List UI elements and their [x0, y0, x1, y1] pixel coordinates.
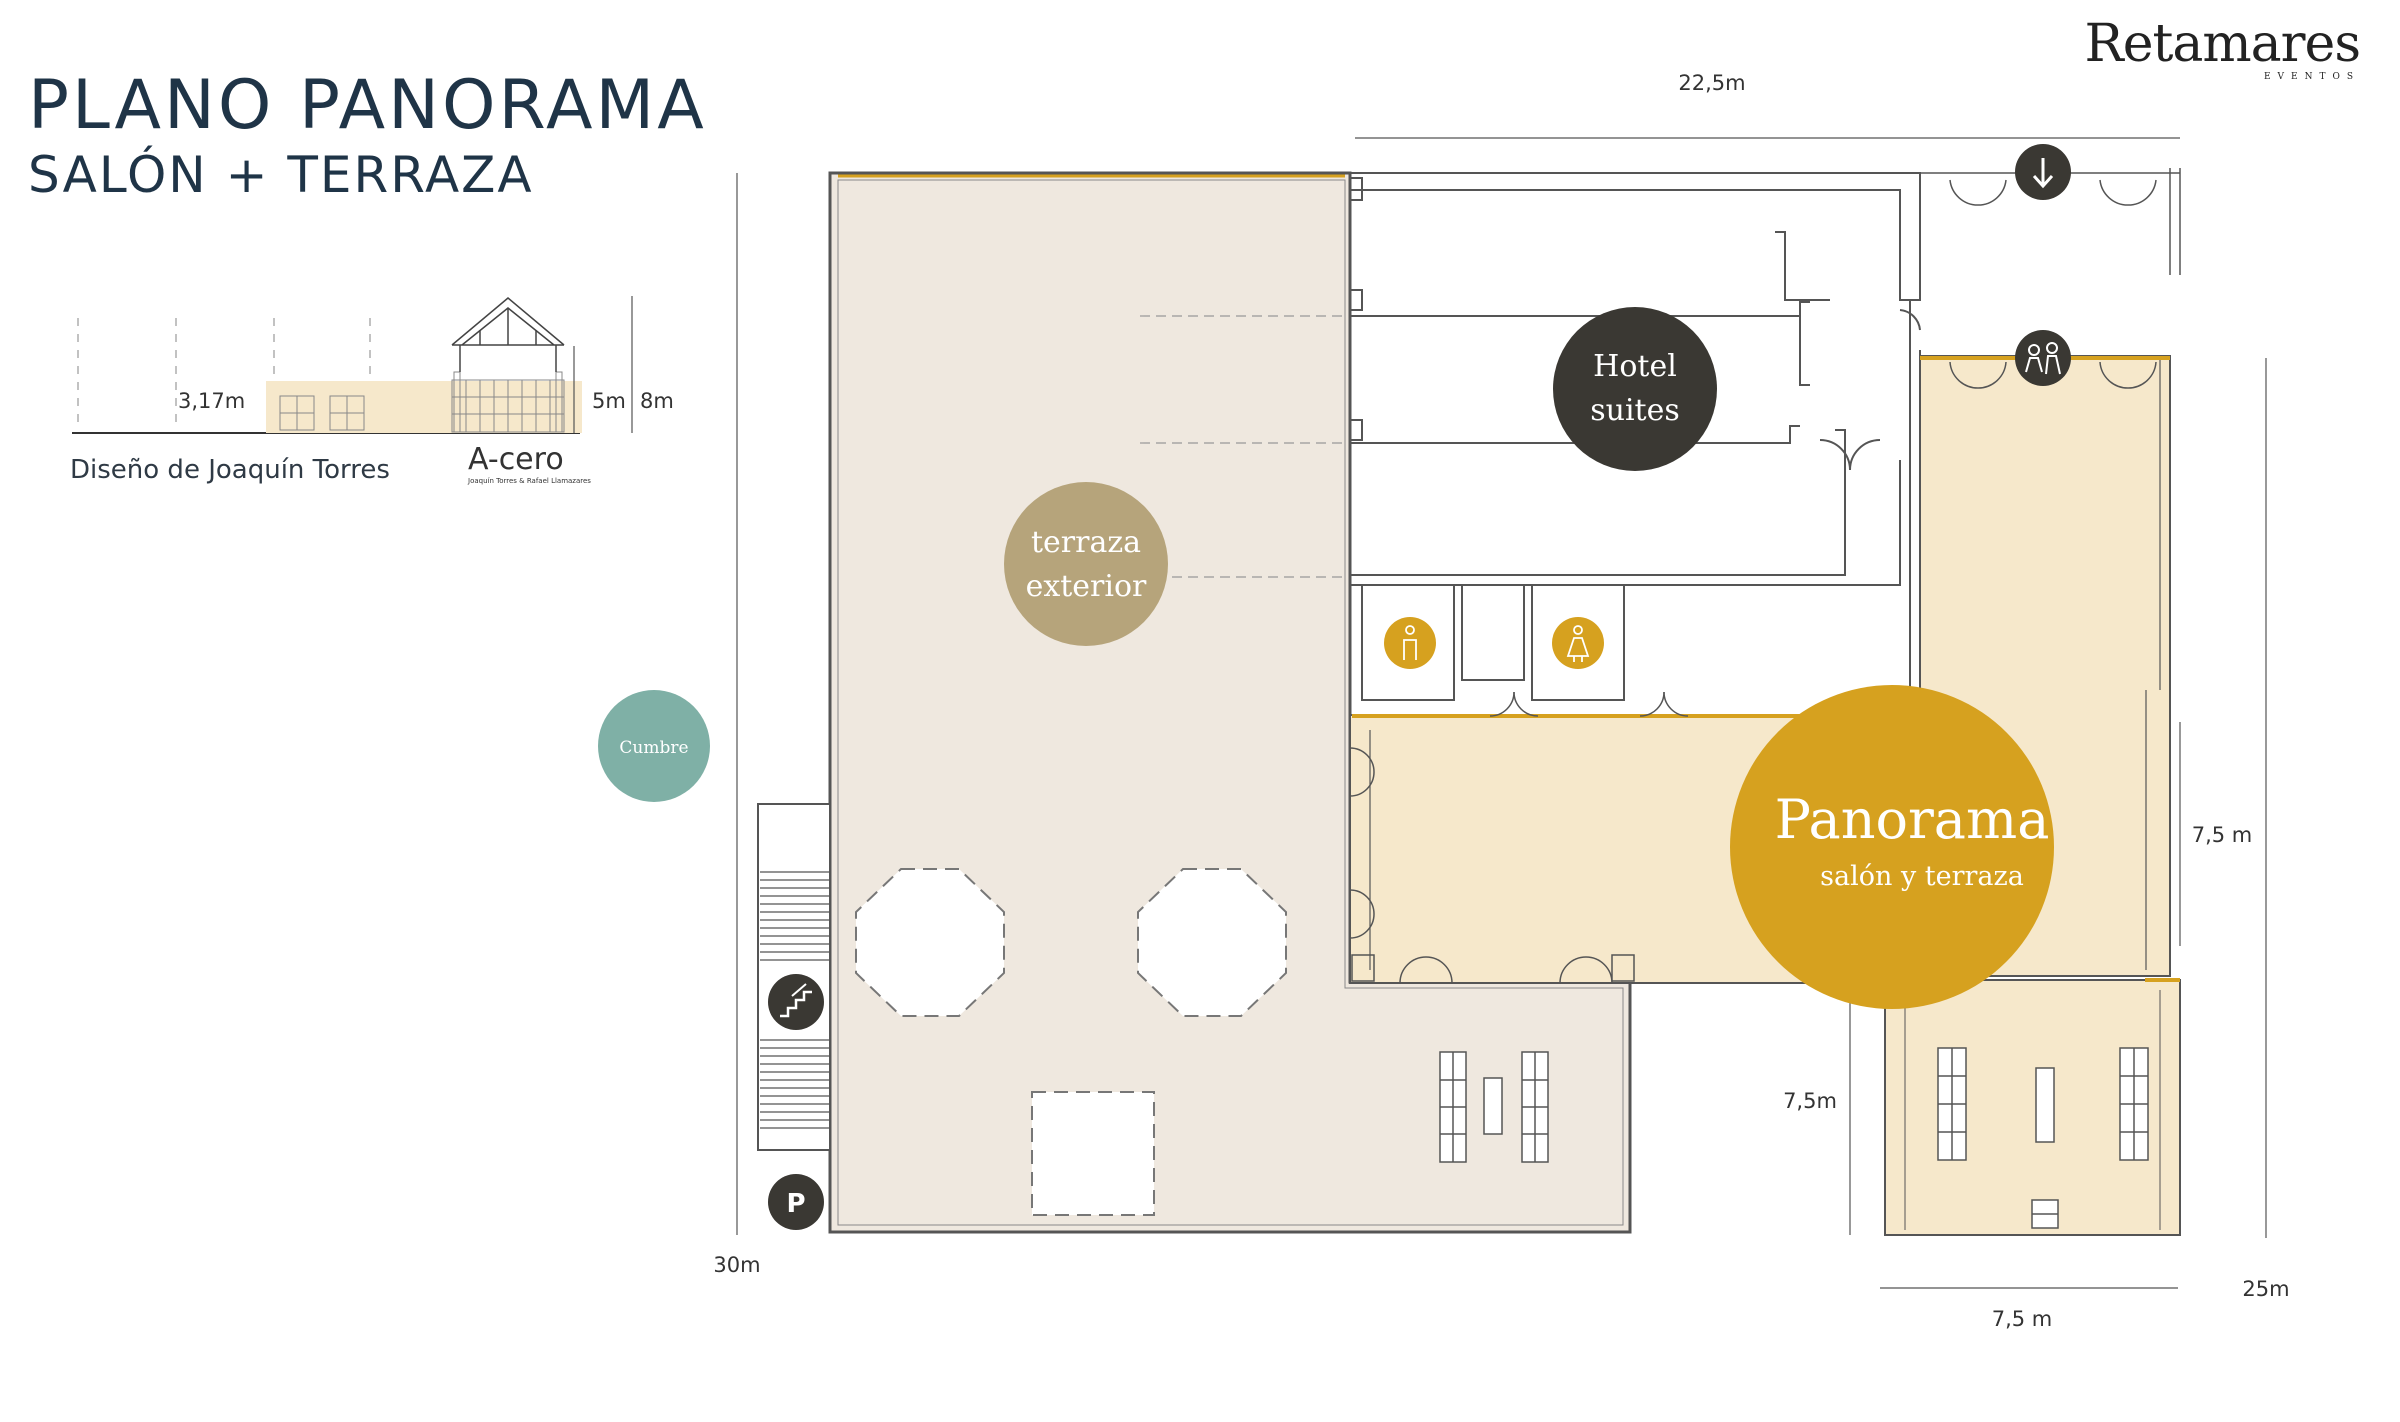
terraza-label-line2: exterior [1026, 569, 1147, 604]
section-view: 3,17m 5m 8m [72, 296, 674, 434]
hotel-label-line1: Hotel [1593, 349, 1677, 384]
dimension-right-height: 25m [2242, 1277, 2289, 1301]
dimension-lines [736, 137, 2267, 1289]
parking-label: P [786, 1189, 805, 1219]
panorama-marker: Panorama salón y terraza [1730, 685, 2054, 1009]
architect-logo-subtext: Joaquín Torres & Rafael Llamazares [468, 477, 591, 485]
dimension-salon-height: 7,5 m [2192, 823, 2253, 847]
design-credit: Diseño de Joaquín Torres [70, 455, 390, 485]
hotel-label-line2: suites [1590, 393, 1680, 428]
dimension-terrace-width: 7,5 m [1992, 1307, 2053, 1331]
panorama-label-sub: salón y terraza [1820, 861, 2024, 892]
dimension-top-width: 22,5m [1678, 71, 1745, 95]
architect-logo: A-cero Joaquín Torres & Rafael Llamazare… [468, 442, 591, 486]
hotel-suites-marker: Hotel suites [1553, 307, 1717, 471]
cumbre-label: Cumbre [619, 738, 688, 758]
terraza-exterior-area [828, 171, 1632, 1234]
section-height-low: 3,17m [178, 389, 245, 413]
section-height-mid: 5m [592, 389, 626, 413]
section-height-high: 8m [640, 389, 674, 413]
logo-text: Retamares [2084, 14, 2361, 74]
panorama-label-main: Panorama [1775, 788, 2050, 851]
leader-lines [1140, 315, 1345, 578]
cumbre-marker: Cumbre [598, 690, 710, 802]
retamares-logo: Retamares EVENTOS [2084, 14, 2361, 82]
page-subtitle: SALÓN + TERRAZA [28, 146, 534, 204]
terraza-exterior-marker: terraza exterior [1004, 482, 1168, 646]
man-icon [1384, 617, 1436, 669]
page-title: PLANO PANORAMA [28, 66, 707, 145]
stairs-icon [768, 974, 824, 1030]
parking-icon: P [768, 1174, 824, 1230]
arrow-down-icon [2015, 144, 2071, 200]
terraza-label-line1: terraza [1031, 525, 1141, 560]
logo-subtext: EVENTOS [2263, 72, 2360, 82]
architect-logo-text: A-cero [468, 442, 564, 477]
people-icon [2015, 330, 2071, 386]
dimension-terrace-height: 7,5m [1783, 1089, 1837, 1113]
woman-icon [1552, 617, 1604, 669]
dimension-left-height: 30m [713, 1253, 760, 1277]
